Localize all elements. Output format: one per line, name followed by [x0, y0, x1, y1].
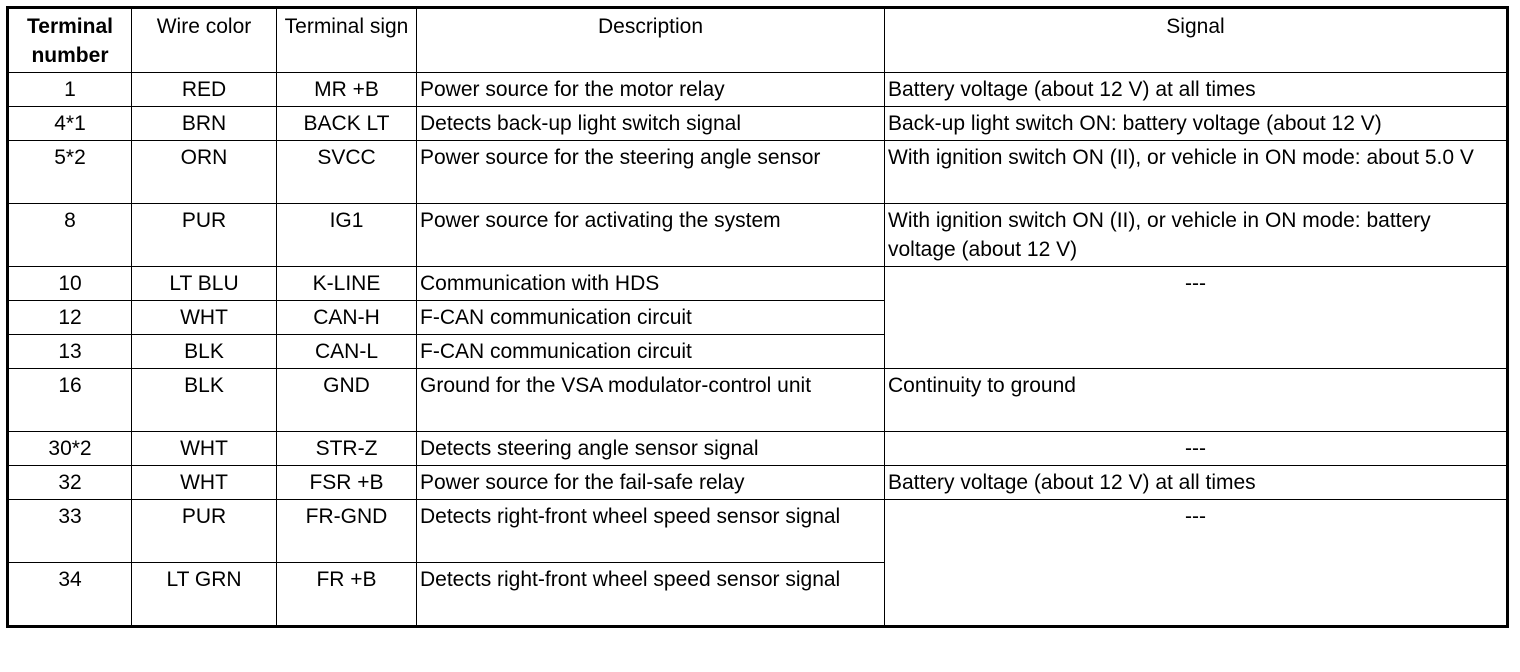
cell-terminal-number: 33 — [7, 499, 132, 563]
cell-wire-color: BLK — [131, 368, 277, 432]
cell-terminal-sign: K-LINE — [276, 266, 417, 301]
cell-terminal-number: 30*2 — [7, 431, 132, 466]
cell-terminal-sign: STR-Z — [276, 431, 417, 466]
cell-terminal-number: 8 — [7, 203, 132, 267]
cell-wire-color: PUR — [131, 499, 277, 563]
table-row: 5*2 ORN SVCC Power source for the steeri… — [7, 140, 1508, 204]
cell-description: Detects back-up light switch signal — [416, 106, 885, 141]
cell-terminal-number: 16 — [7, 368, 132, 432]
cell-terminal-sign: FR +B — [276, 562, 417, 627]
cell-description: Power source for the steering angle sens… — [416, 140, 885, 204]
cell-signal: --- — [884, 431, 1508, 466]
cell-terminal-number: 4*1 — [7, 106, 132, 141]
cell-signal: With ignition switch ON (II), or vehicle… — [884, 140, 1508, 204]
cell-description: F-CAN communication circuit — [416, 334, 885, 369]
cell-description: Power source for the fail-safe relay — [416, 465, 885, 500]
cell-wire-color: PUR — [131, 203, 277, 267]
header-description: Description — [416, 7, 885, 73]
cell-wire-color: ORN — [131, 140, 277, 204]
cell-terminal-number: 34 — [7, 562, 132, 627]
terminal-table-container: Terminal number Wire color Terminal sign… — [6, 6, 1509, 628]
cell-description: Detects right-front wheel speed sensor s… — [416, 562, 885, 627]
cell-signal: --- — [884, 499, 1508, 627]
cell-terminal-number: 13 — [7, 334, 132, 369]
terminal-table: Terminal number Wire color Terminal sign… — [6, 6, 1509, 628]
cell-wire-color: BLK — [131, 334, 277, 369]
cell-wire-color: RED — [131, 72, 277, 107]
cell-description: Detects right-front wheel speed sensor s… — [416, 499, 885, 563]
table-row: 34 LT GRN FR +B Detects right-front whee… — [7, 562, 1508, 627]
cell-terminal-sign: SVCC — [276, 140, 417, 204]
cell-wire-color: WHT — [131, 300, 277, 335]
cell-wire-color: WHT — [131, 431, 277, 466]
header-wire-color: Wire color — [131, 7, 277, 73]
cell-terminal-number: 10 — [7, 266, 132, 301]
cell-signal: Back-up light switch ON: battery voltage… — [884, 106, 1508, 141]
cell-signal: --- — [884, 266, 1508, 369]
cell-terminal-sign: FR-GND — [276, 499, 417, 563]
table-row: 16 BLK GND Ground for the VSA modulator-… — [7, 368, 1508, 432]
cell-terminal-sign: MR +B — [276, 72, 417, 107]
cell-description: Communication with HDS — [416, 266, 885, 301]
cell-wire-color: LT GRN — [131, 562, 277, 627]
cell-terminal-sign: FSR +B — [276, 465, 417, 500]
cell-description: Ground for the VSA modulator-control uni… — [416, 368, 885, 432]
cell-terminal-sign: IG1 — [276, 203, 417, 267]
table-row: 12 WHT CAN-H F-CAN communication circuit — [7, 300, 1508, 335]
cell-description: Detects steering angle sensor signal — [416, 431, 885, 466]
cell-terminal-number: 12 — [7, 300, 132, 335]
table-header-row: Terminal number Wire color Terminal sign… — [7, 7, 1508, 73]
cell-signal: Battery voltage (about 12 V) at all time… — [884, 72, 1508, 107]
table-row: 1 RED MR +B Power source for the motor r… — [7, 72, 1508, 107]
table-row: 8 PUR IG1 Power source for activating th… — [7, 203, 1508, 267]
cell-signal: Battery voltage (about 12 V) at all time… — [884, 465, 1508, 500]
cell-terminal-number: 1 — [7, 72, 132, 107]
cell-description: Power source for activating the system — [416, 203, 885, 267]
table-row: 33 PUR FR-GND Detects right-front wheel … — [7, 499, 1508, 627]
cell-terminal-sign: CAN-L — [276, 334, 417, 369]
table-row: 4*1 BRN BACK LT Detects back-up light sw… — [7, 106, 1508, 141]
table-row: 13 BLK CAN-L F-CAN communication circuit — [7, 334, 1508, 369]
cell-terminal-sign: CAN-H — [276, 300, 417, 335]
header-terminal-number: Terminal number — [7, 7, 132, 73]
cell-description: Power source for the motor relay — [416, 72, 885, 107]
cell-signal: Continuity to ground — [884, 368, 1508, 432]
cell-terminal-sign: BACK LT — [276, 106, 417, 141]
table-row: 32 WHT FSR +B Power source for the fail-… — [7, 465, 1508, 500]
header-signal: Signal — [884, 7, 1508, 73]
cell-wire-color: LT BLU — [131, 266, 277, 301]
table-row: 10 LT BLU K-LINE Communication with HDS … — [7, 266, 1508, 369]
table-row: 30*2 WHT STR-Z Detects steering angle se… — [7, 431, 1508, 466]
cell-wire-color: BRN — [131, 106, 277, 141]
cell-terminal-sign: GND — [276, 368, 417, 432]
cell-description: F-CAN communication circuit — [416, 300, 885, 335]
cell-signal: With ignition switch ON (II), or vehicle… — [884, 203, 1508, 267]
cell-terminal-number: 32 — [7, 465, 132, 500]
header-terminal-sign: Terminal sign — [276, 7, 417, 73]
cell-terminal-number: 5*2 — [7, 140, 132, 204]
cell-wire-color: WHT — [131, 465, 277, 500]
